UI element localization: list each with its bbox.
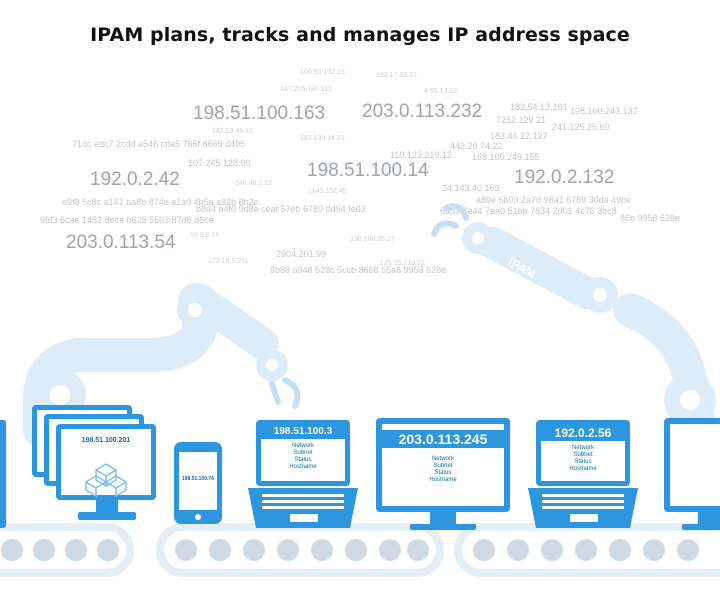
ip-label: e9f8 5c8c a141 ba8b 874e a1a0 4b5a a92b …: [62, 197, 259, 207]
field-label: Subnet: [293, 450, 313, 456]
ip-label: 182.54.13.181: [510, 102, 568, 112]
ip-label: a89e 5b03 2a7d 98a1 6789 30da 49be: [476, 195, 632, 205]
cubes-icon: [84, 463, 128, 498]
ip-label: 198.51.100.163: [193, 103, 326, 124]
ip-label: 168.100.249.155: [472, 152, 540, 162]
ip-label: c145.132.45: [308, 188, 347, 195]
ip-label: 443.20.74.22: [450, 141, 503, 151]
ip-label: 86b 9958 628e: [620, 213, 681, 223]
ip-label: 34.143.40.163: [442, 183, 500, 193]
monitor-stack: [32, 405, 156, 520]
field-label: Subnet: [433, 463, 453, 469]
laptop-left-ip-bar: 198.51.100.3: [261, 425, 345, 439]
ip-label: 147.205.130.112: [280, 86, 333, 93]
laptop-left-fields: Network Subnet Status Hostname: [261, 443, 345, 471]
monitor-center-ip-bar: 203.0.113.245: [382, 430, 504, 448]
ip-label: 198.100.35.27: [350, 236, 395, 243]
field-label: Status: [294, 457, 312, 463]
field-label: Hostname: [289, 464, 317, 470]
ip-label: 192.17.53.31: [376, 72, 417, 79]
laptop-left-ip: 198.51.100.3: [273, 426, 333, 437]
laptop-right-ip: 192.0.2.56: [554, 426, 612, 440]
ip-label: 183.44.22.127: [490, 131, 548, 141]
partial-device-left: [0, 420, 6, 528]
ip-label: 172.16.5.211: [208, 258, 249, 265]
ip-label: 142.53.45.12: [212, 128, 253, 135]
monitor-stack-ip: 198.51.100.201: [81, 437, 131, 444]
ip-label: 8b88 a948 528c 5ccb 8668 55a6 9958 628e: [270, 265, 447, 275]
field-label: Network: [571, 445, 594, 451]
ip-label: 7252.129.21: [496, 115, 547, 125]
ip-label: 192.0.2.42: [90, 169, 180, 190]
ip-label: 9fd3 6cae 1452 8eca b625 5503 87d8 d8ce: [40, 215, 214, 225]
conveyor-left: [0, 523, 134, 577]
left-arm-label: IPAM: [209, 342, 241, 370]
ip-label: 241.125.25.69: [552, 122, 610, 132]
ip-label: 4.55.13.12: [424, 88, 458, 95]
phone-device: [174, 442, 222, 524]
ip-label: 6ad3 7e44 7aa0 51bb 7634 2d01 4c76 3bc8: [440, 206, 617, 216]
field-label: Network: [431, 456, 454, 462]
partial-monitor-right: [664, 418, 720, 530]
ip-label: 100.50.102.23: [300, 69, 345, 76]
phone-ip: 198.51.100.76: [182, 476, 214, 482]
field-label: Status: [574, 459, 592, 465]
ip-label: 203.0.113.232: [362, 101, 483, 122]
ip-label: 183.130.14.21: [300, 135, 345, 142]
field-label: Hostname: [569, 466, 597, 472]
monitor-center-fields: Network Subnet Status Hostname: [382, 456, 504, 484]
field-label: Hostname: [429, 477, 457, 483]
ip-label: 198.51.100.14: [307, 160, 429, 181]
ip-label: 110.123.219.12: [390, 150, 452, 160]
field-label: Subnet: [573, 452, 593, 458]
ip-label: 107.245.128.00: [188, 158, 251, 168]
ip-label: 198.100.243.132: [570, 106, 638, 116]
field-label: Network: [291, 443, 314, 449]
conveyor-middle: [156, 523, 444, 577]
ip-label: 2904.201.99: [276, 249, 327, 259]
ip-label: 10.9.8.24: [190, 232, 220, 239]
ip-label: b8d4 a4f0 9d8a ceaf 57eb 6789 bd94 fe03: [196, 204, 366, 214]
ip-label: 192.0.2.132: [514, 167, 615, 188]
monitor-center-ip: 203.0.113.245: [398, 431, 488, 447]
laptop-right-ip-bar: 192.0.2.56: [541, 425, 625, 441]
field-label: Status: [434, 470, 452, 476]
ip-label: 140.49.2.12: [235, 180, 272, 187]
conveyor-right: [454, 523, 720, 577]
right-robot-arm: [431, 203, 717, 447]
page-title: IPAM plans, tracks and manages IP addres…: [90, 24, 630, 46]
ip-label: 125.35.219.12: [380, 260, 425, 267]
laptop-right-fields: Network Subnet Status Hostname: [541, 445, 625, 473]
ip-label: 71dc edc7 2cdd a546 cda5 765f 8665 d495: [72, 139, 246, 149]
ip-label: 203.0.113.54: [66, 232, 176, 253]
